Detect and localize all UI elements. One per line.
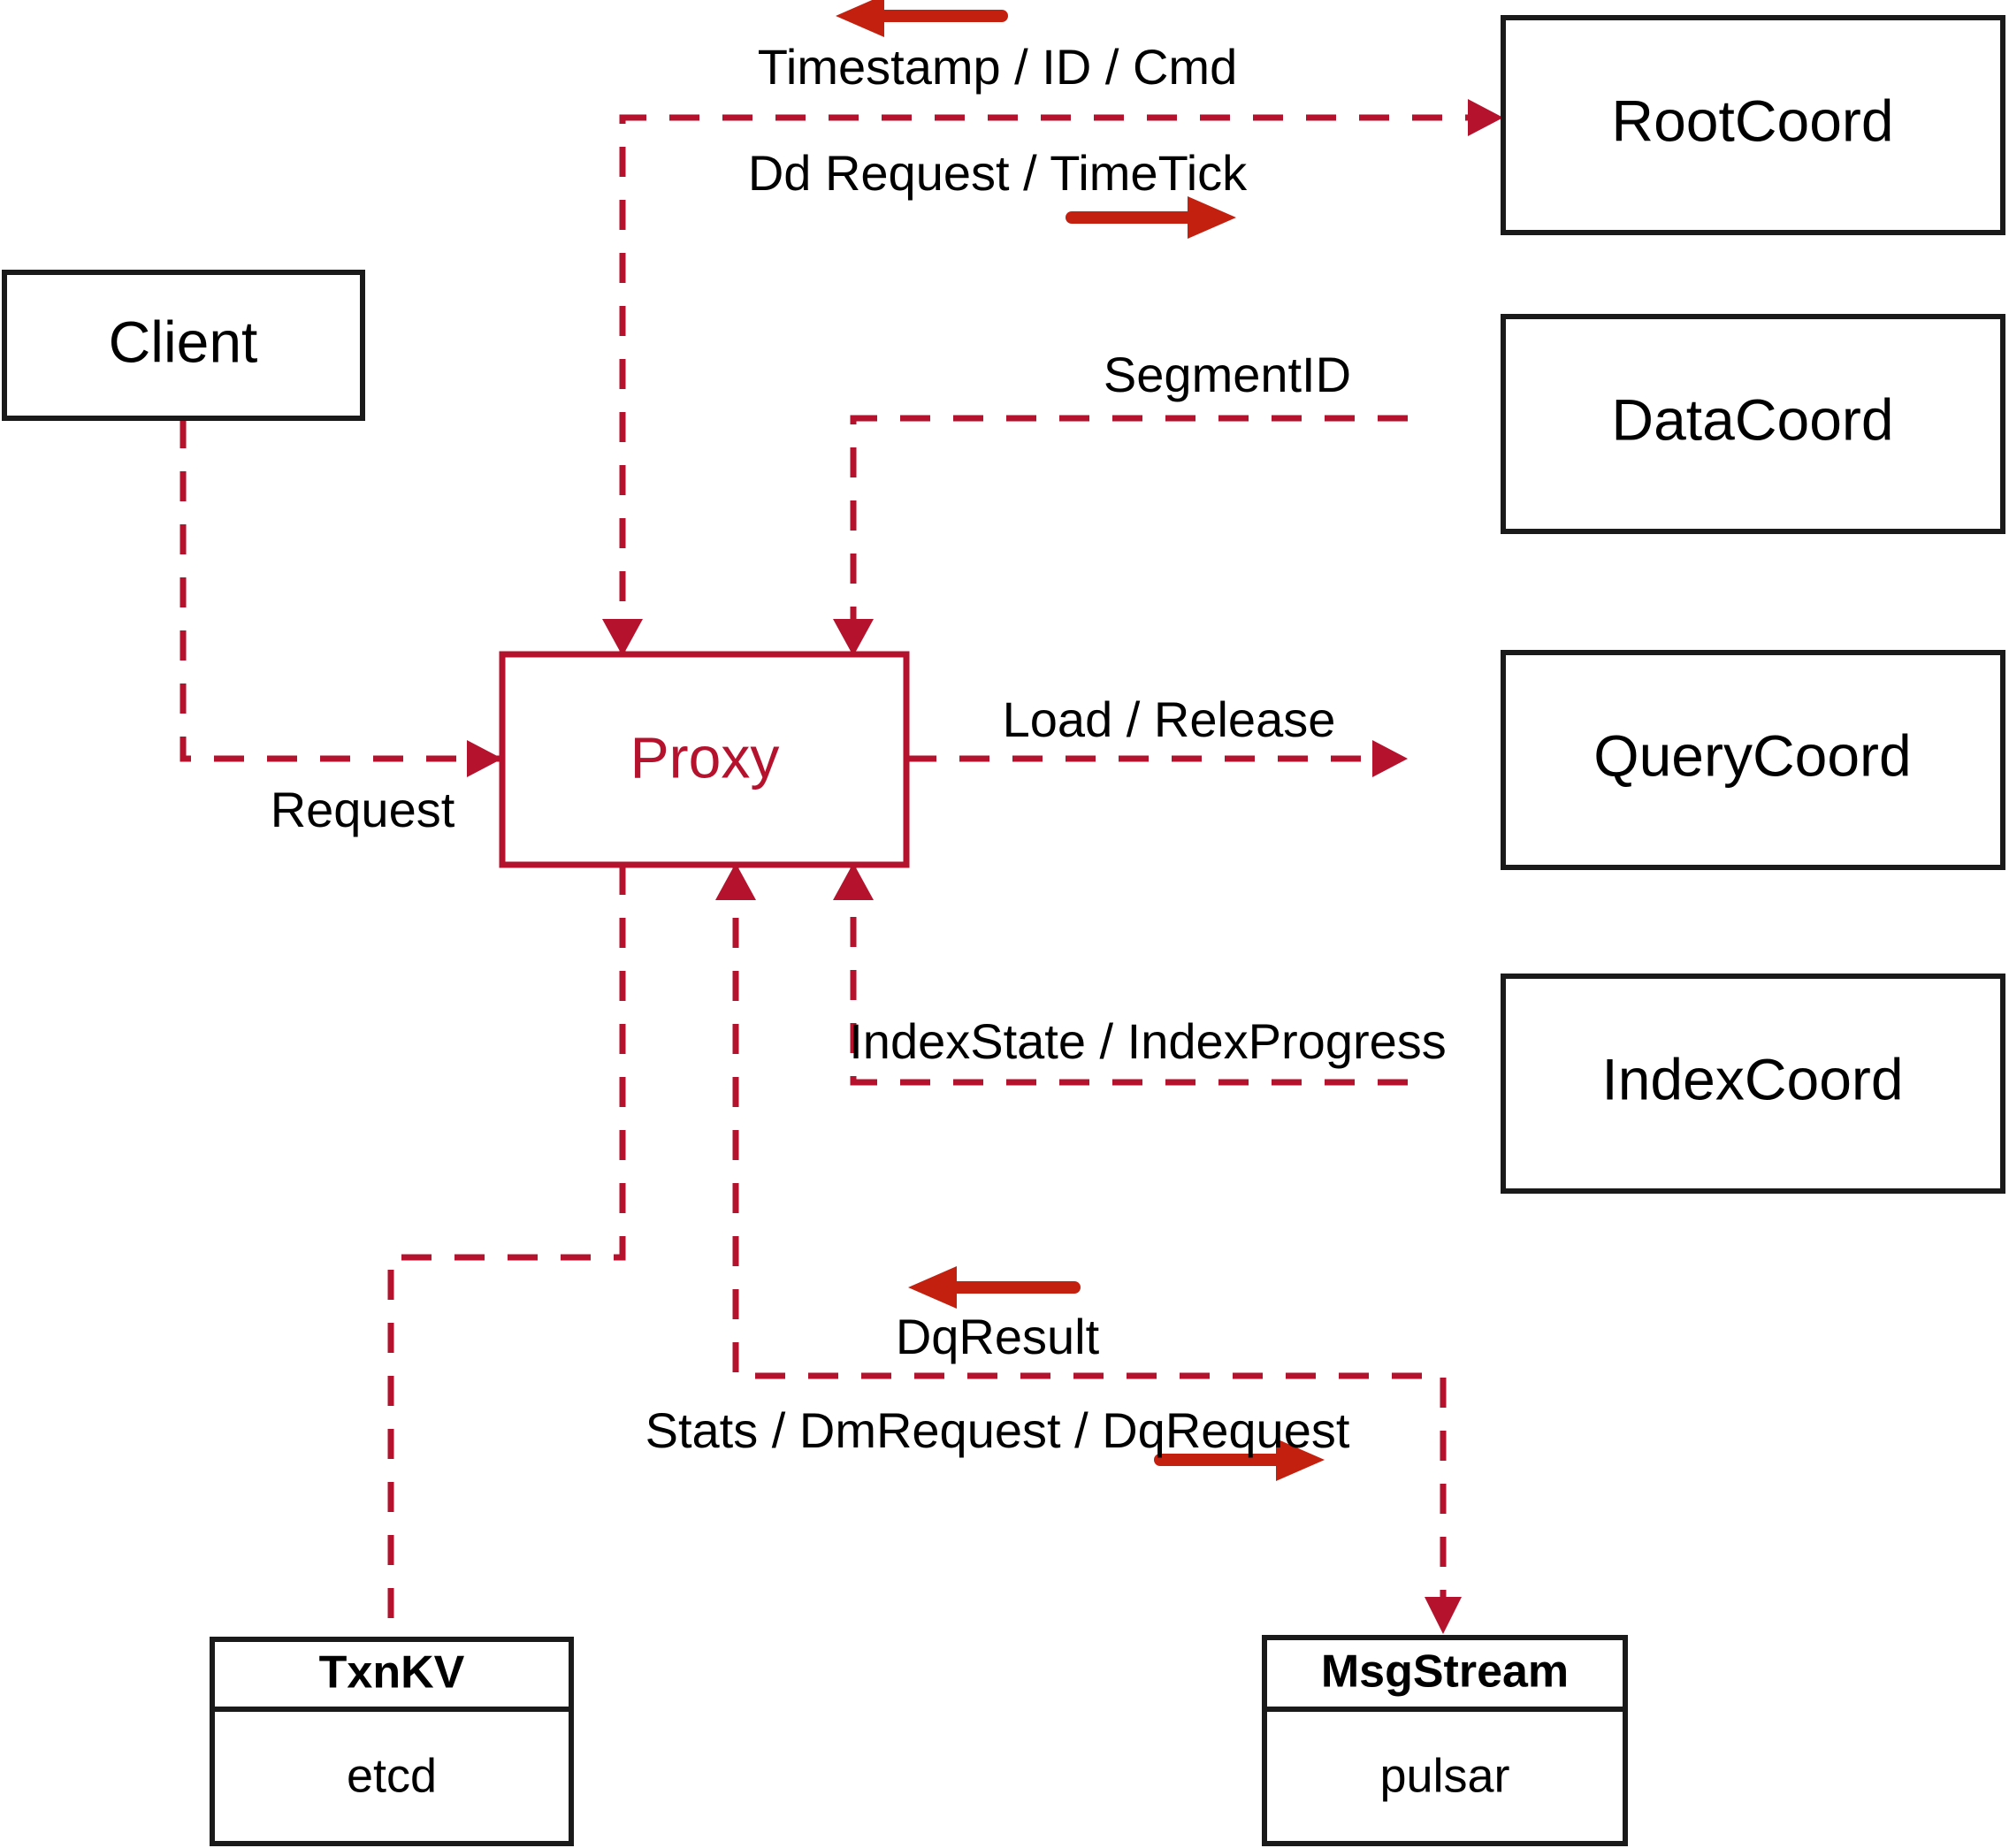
arrowhead-into-querycoord: [1372, 740, 1408, 777]
node-rootcoord[interactable]: RootCoord: [1501, 15, 2005, 235]
edge-path-proxy-txnkv: [387, 865, 626, 1638]
edge-label-dd-request-timetick: Dd Request / TimeTick: [748, 145, 1248, 201]
arrowhead-into-proxy-top-right: [833, 619, 874, 656]
edge-proxy-msgstream: [715, 863, 1462, 1634]
node-proxy-label: Proxy: [630, 724, 780, 790]
node-rootcoord-box[interactable]: [1501, 15, 2005, 235]
node-datacoord-label: DataCoord: [1611, 386, 1893, 452]
edge-proxy-datacoord: [833, 415, 1408, 656]
edge-path-proxy-rootcoord: [619, 114, 1496, 654]
node-client-box[interactable]: [2, 270, 365, 421]
node-rootcoord-label: RootCoord: [1611, 88, 1893, 153]
node-indexcoord[interactable]: IndexCoord: [1501, 974, 2005, 1194]
edge-label-dq-result: DqResult: [896, 1309, 1100, 1364]
edge-path-proxy-msgstream: [732, 865, 1447, 1625]
direction-arrow-dd-request-timetick: [1066, 196, 1236, 239]
node-client[interactable]: Client: [2, 270, 365, 421]
edge-label-request: Request: [271, 782, 455, 837]
edge-label-timestamp-id-cmd: Timestamp / ID / Cmd: [758, 39, 1237, 95]
edge-label-segment-id: SegmentID: [1104, 347, 1351, 402]
edge-label-load-release: Load / Release: [1003, 691, 1336, 747]
node-querycoord-label: QueryCoord: [1593, 722, 1912, 788]
node-client-label: Client: [109, 309, 258, 374]
edge-path-proxy-datacoord: [850, 415, 1408, 654]
edge-proxy-indexcoord: [833, 863, 1408, 1086]
node-msgstream[interactable]: MsgStream pulsar: [1262, 1635, 1628, 1846]
arrowhead-into-proxy-top-left: [602, 619, 643, 656]
node-indexcoord-label: IndexCoord: [1601, 1046, 1903, 1111]
node-txnkv-box[interactable]: [210, 1637, 574, 1846]
node-msgstream-box[interactable]: [1262, 1635, 1628, 1846]
arrowhead-into-proxy-bottom-right: [833, 863, 874, 900]
direction-arrow-stats-dm-dq: [1154, 1439, 1325, 1481]
node-txnkv[interactable]: TxnKV etcd: [210, 1637, 574, 1846]
edge-proxy-rootcoord: [602, 99, 1503, 656]
node-proxy-box[interactable]: [499, 651, 910, 868]
node-txnkv-title: TxnKV: [319, 1647, 465, 1699]
arrowhead-into-proxy-left: [467, 740, 502, 777]
node-proxy[interactable]: Proxy: [499, 651, 910, 868]
node-querycoord[interactable]: QueryCoord: [1501, 650, 2005, 870]
node-datacoord[interactable]: DataCoord: [1501, 314, 2005, 534]
node-datacoord-box[interactable]: [1501, 314, 2005, 534]
direction-arrow-timestamp-id-cmd: [836, 0, 1008, 37]
edge-proxy-txnkv: [387, 865, 626, 1638]
arrowhead-into-msgstream: [1425, 1597, 1462, 1634]
arrowhead-into-rootcoord: [1468, 99, 1503, 136]
edge-path-proxy-indexcoord: [850, 865, 1408, 1086]
arrowhead-into-proxy-bottom-left: [715, 863, 756, 900]
edge-proxy-querycoord: [906, 740, 1408, 777]
node-indexcoord-box[interactable]: [1501, 974, 2005, 1194]
node-querycoord-box[interactable]: [1501, 650, 2005, 870]
direction-arrow-dq-result: [908, 1266, 1081, 1309]
node-msgstream-title: MsgStream: [1321, 1646, 1569, 1698]
edge-label-index-state: IndexState / IndexProgress: [849, 1013, 1447, 1069]
edge-label-stats-dm-dq: Stats / DmRequest / DqRequest: [645, 1402, 1350, 1458]
node-txnkv-impl: etcd: [347, 1749, 437, 1802]
node-msgstream-impl: pulsar: [1379, 1749, 1509, 1802]
